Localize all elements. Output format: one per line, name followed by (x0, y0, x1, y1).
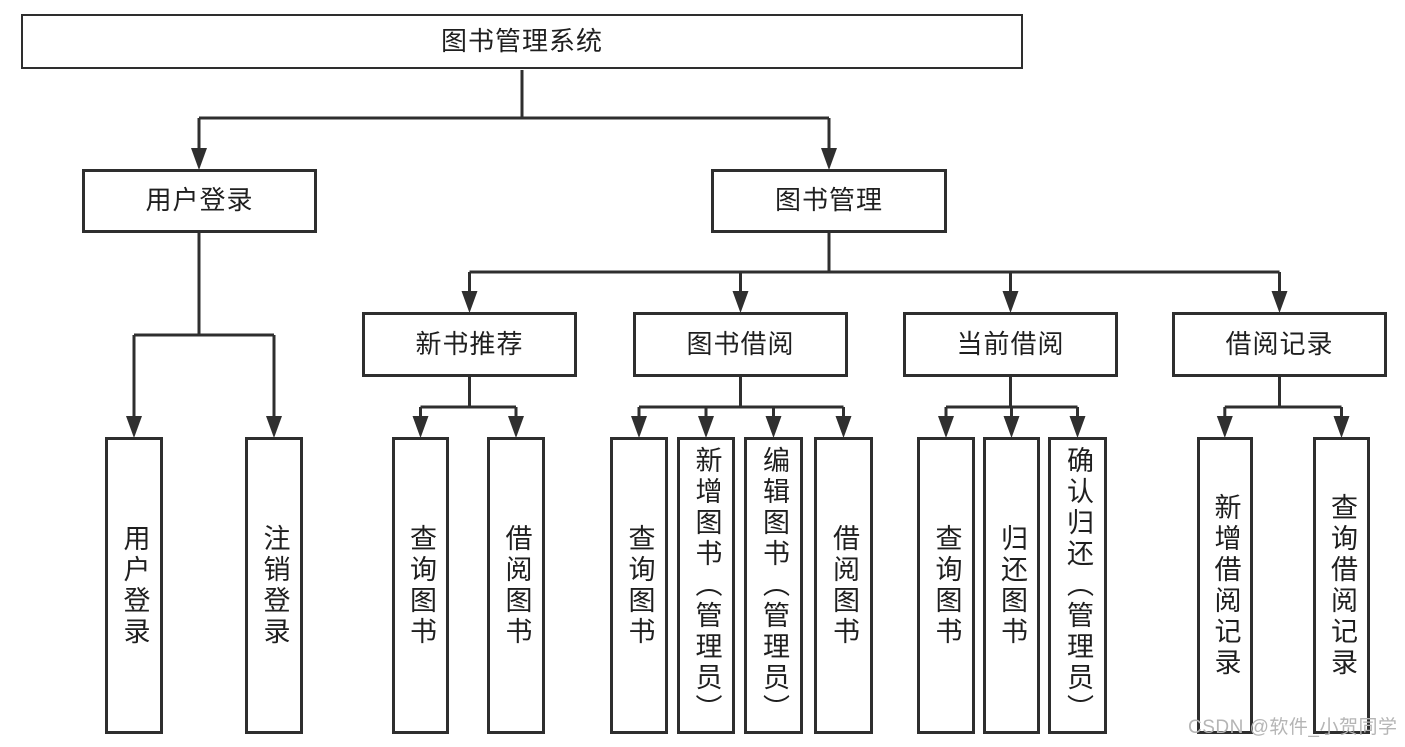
node-leaf-borrow-books-1: 借阅图书 (487, 437, 545, 734)
node-new-book-recommend-label: 新书推荐 (415, 328, 524, 359)
node-book-management: 图书管理 (711, 169, 947, 233)
node-user-login-label: 用户登录 (145, 185, 254, 216)
node-leaf-edit-books-admin-label: 编辑图书（管理员） (759, 446, 789, 725)
node-leaf-edit-books-admin: 编辑图书（管理员） (744, 437, 803, 734)
node-leaf-query-books-2-label: 查询图书 (624, 523, 655, 648)
node-leaf-query-books-3: 查询图书 (917, 437, 975, 734)
node-current-borrowing-label: 当前借阅 (956, 328, 1065, 359)
node-leaf-confirm-return-admin-label: 确认归还（管理员） (1063, 446, 1093, 725)
node-leaf-add-borrow-record-label: 新增借阅记录 (1210, 492, 1241, 679)
node-leaf-add-borrow-record: 新增借阅记录 (1197, 437, 1253, 734)
node-leaf-add-books-admin-label: 新增图书（管理员） (691, 446, 722, 725)
node-leaf-user-login: 用户登录 (105, 437, 163, 734)
node-leaf-logout-label: 注销登录 (259, 523, 290, 648)
node-leaf-query-borrow-record-label: 查询借阅记录 (1327, 492, 1357, 679)
node-leaf-borrow-books-1-label: 借阅图书 (501, 523, 532, 648)
node-leaf-query-books-1: 查询图书 (392, 437, 449, 734)
node-root-label: 图书管理系统 (440, 25, 603, 56)
node-leaf-logout: 注销登录 (245, 437, 303, 734)
node-leaf-borrow-books-2: 借阅图书 (814, 437, 873, 734)
node-borrowing-records-label: 借阅记录 (1225, 328, 1334, 359)
node-borrowing-records: 借阅记录 (1172, 312, 1387, 377)
node-leaf-confirm-return-admin: 确认归还（管理员） (1048, 437, 1107, 734)
node-user-login: 用户登录 (82, 169, 317, 233)
node-leaf-query-borrow-record: 查询借阅记录 (1313, 437, 1370, 734)
node-current-borrowing: 当前借阅 (903, 312, 1118, 377)
node-new-book-recommend: 新书推荐 (362, 312, 577, 377)
node-leaf-query-books-3-label: 查询图书 (931, 523, 962, 648)
node-root: 图书管理系统 (21, 14, 1023, 69)
node-leaf-user-login-label: 用户登录 (119, 523, 150, 648)
node-leaf-borrow-books-2-label: 借阅图书 (829, 523, 859, 648)
watermark-text: CSDN @软件_小贺同学 (1188, 717, 1398, 738)
node-leaf-return-books-label: 归还图书 (997, 523, 1027, 648)
node-book-borrowing-label: 图书借阅 (686, 328, 795, 359)
node-leaf-add-books-admin: 新增图书（管理员） (677, 437, 735, 734)
node-leaf-return-books: 归还图书 (983, 437, 1040, 734)
node-book-borrowing: 图书借阅 (633, 312, 848, 377)
node-book-management-label: 图书管理 (774, 185, 883, 216)
node-leaf-query-books-1-label: 查询图书 (406, 523, 436, 648)
node-leaf-query-books-2: 查询图书 (610, 437, 668, 734)
